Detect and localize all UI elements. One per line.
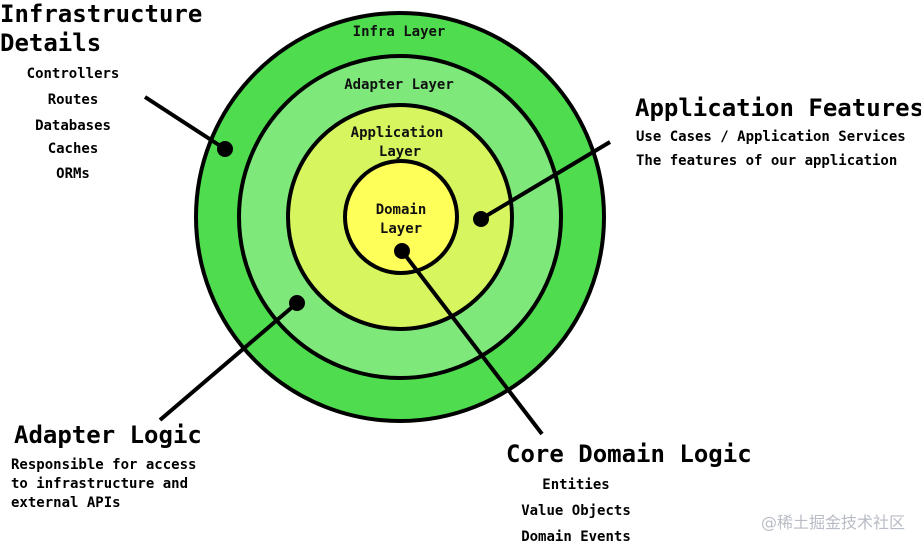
infrastructure-title-line2: Details [0,29,102,57]
adapter-layer-label: Adapter Layer [344,77,454,93]
application-features-line2: The features of our application [636,153,898,169]
application-features-title: Application Features [635,94,921,122]
domain-layer-ring [343,159,459,275]
infrastructure-item-databases: Databases [35,118,111,134]
infrastructure-connector-dot [217,141,233,157]
infra-layer-label: Infra Layer [353,24,446,40]
infrastructure-connector-line [143,95,227,151]
adapter-connector-line [158,301,299,422]
core-domain-item-entities: Entities [542,477,610,493]
infrastructure-item-orms: ORMs [56,166,90,182]
adapter-connector-dot [289,295,305,311]
infrastructure-item-routes: Routes [47,92,99,108]
application-connector-line [479,140,612,221]
infrastructure-item-caches: Caches [47,141,99,157]
core-domain-item-domain-events: Domain Events [521,529,631,545]
domain-layer-label-line2: Layer [380,221,422,237]
application-layer-label-line2: Layer [379,144,421,160]
application-connector-dot [473,211,489,227]
core-domain-logic-title: Core Domain Logic [506,440,752,468]
core-domain-connector-line [400,249,544,436]
domain-layer-label-line1: Domain [376,202,427,218]
infrastructure-item-controllers: Controllers [26,66,120,82]
site-watermark: @稀土掘金技术社区 [760,513,905,532]
adapter-logic-line2: to infrastructure and [11,476,189,492]
core-domain-item-value-objects: Value Objects [521,503,631,519]
adapter-logic-line1: Responsible for access [11,457,197,473]
adapter-logic-title: Adapter Logic [14,421,202,449]
infrastructure-title-line1: Infrastructure [0,0,203,28]
core-domain-connector-dot [394,243,410,259]
adapter-logic-line3: external APIs [11,495,121,511]
application-layer-label-line1: Application [351,125,444,141]
application-features-line1: Use Cases / Application Services [636,129,906,145]
